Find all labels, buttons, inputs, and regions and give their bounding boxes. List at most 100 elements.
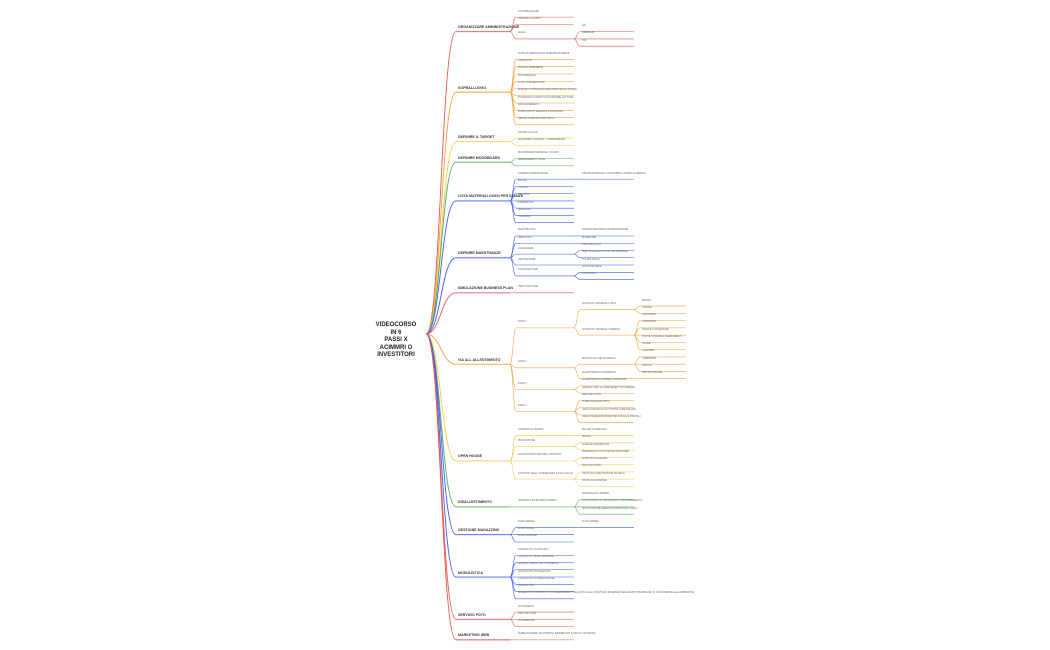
subtopic-node[interactable]: IVA — [582, 24, 586, 28]
subtopic-node[interactable]: BAGNO — [642, 298, 652, 302]
subtopic-node[interactable]: PIASTRELLISTA — [582, 243, 601, 246]
subtopic-node[interactable]: COLLAUDO — [582, 272, 596, 276]
subtopic-node[interactable]: RICHIESTA INVENTARIO ARREDI — [518, 499, 557, 503]
subtopic-node[interactable]: SOSTITUZIONE ARREDI E RIPRISTINO LOCALI — [582, 506, 638, 510]
subtopic-node[interactable]: PUBBLICAZIONE SUI PORTALI IMMOBILIARI E … — [518, 632, 596, 636]
subtopic-node[interactable]: VENDITE ACQUISTI — [518, 16, 542, 20]
subtopic-node[interactable]: LISTA ARREDI — [518, 519, 535, 523]
subtopic-node[interactable]: FOTOGRAFO — [518, 604, 534, 608]
subtopic-node[interactable]: STANZA DA BAGNO CON DOPPIO LAVABO E ARRE… — [582, 171, 646, 175]
subtopic-node[interactable]: POSIZIONE CASSETTA CONTATORE LETTURE — [518, 95, 574, 99]
subtopic-node[interactable]: TINTEGGIATURE — [518, 268, 539, 272]
branch-node[interactable]: ORGANIZZARE AMMINISTRAZIONE — [458, 25, 520, 30]
subtopic-node[interactable]: MISURE OTTIME DOCUMENTARE DELLE STANZE — [518, 88, 577, 92]
subtopic-node[interactable]: CUCINA — [642, 305, 652, 309]
subtopic-node[interactable]: LAMPADARI — [642, 356, 657, 360]
subtopic-node[interactable]: STUDIO LOCALE — [518, 130, 539, 134]
subtopic-node[interactable]: RISCALDAMENTO — [518, 102, 540, 106]
subtopic-node[interactable]: VEDI FILE EXCEL — [518, 285, 539, 289]
subtopic-node[interactable]: PLANIMETRIE — [518, 619, 535, 623]
subtopic-node[interactable]: TERRAZZO — [518, 215, 532, 219]
subtopic-node[interactable]: MOODBOARD MATERIALI COLORI — [518, 151, 559, 155]
subtopic-node[interactable]: ARREDAMENTO STILE — [518, 158, 546, 162]
subtopic-node[interactable]: PROMOZIONE — [518, 438, 536, 442]
subtopic-node[interactable]: TAX — [582, 38, 587, 42]
subtopic-node[interactable]: IDRAULICO — [518, 235, 532, 239]
subtopic-node[interactable]: BIGLIETTI OMAGGIO — [582, 428, 607, 432]
branch-node[interactable]: DISALLESTIMENTO — [458, 500, 492, 505]
subtopic-node[interactable]: VIDEO PRESENTAZIONE PER SOCIAL E PORTALI — [582, 414, 641, 418]
subtopic-node[interactable]: SUPPORTO AGENZIA — [582, 457, 608, 461]
subtopic-node[interactable]: SALOTTO — [518, 193, 530, 197]
subtopic-node[interactable]: CONTATTI DEGLI INTERESSATI E FOLLOW UP — [518, 471, 574, 475]
subtopic-node[interactable]: STEP 2 — [518, 360, 527, 364]
subtopic-node[interactable]: PICCOLI PARAMETRI — [518, 66, 544, 70]
branch-node[interactable]: LISTA MATERIALI DIVISI PER STANZE — [458, 194, 524, 199]
subtopic-node[interactable]: PORTE INTERNE — [642, 371, 663, 375]
branch-node[interactable]: DEFINIRE MOODBOARD — [458, 155, 501, 160]
subtopic-node[interactable]: FOTO CONSERVATIVE — [518, 81, 545, 84]
subtopic-node[interactable]: STAFFE — [642, 363, 652, 367]
subtopic-node[interactable]: ALLESTIMENTO ARREDO COMPLETO — [582, 378, 627, 382]
subtopic-node[interactable]: FOTO ARREDI — [582, 519, 599, 523]
subtopic-node[interactable]: FINITURE VARIE — [582, 264, 602, 268]
subtopic-node[interactable]: DECORATORE — [518, 257, 536, 261]
subtopic-node[interactable]: PORTE INTERNE E SERRAMENTI — [642, 334, 682, 338]
subtopic-node[interactable]: CONTRATTO MANUTENZIONE — [518, 555, 555, 558]
subtopic-node[interactable]: CAPACITATI — [518, 59, 533, 63]
subtopic-node[interactable]: STOCCAGGIO IN MAGAZZINO O TRASFERIMENTO — [582, 499, 643, 503]
subtopic-node[interactable]: CONTRATTO DI STAGING — [518, 547, 549, 551]
subtopic-node[interactable]: STAFFE E ACCESSORI — [642, 327, 670, 331]
subtopic-node[interactable]: PULIZIE FINALI — [582, 257, 600, 261]
subtopic-node[interactable]: SCHEDA CHECK LIST CONSEGNA — [518, 562, 559, 566]
subtopic-node[interactable]: LISTA SCATOLE — [518, 534, 537, 538]
subtopic-node[interactable]: LISTA CASSE — [518, 527, 534, 531]
subtopic-node[interactable]: MONTAGGIO DEI MATERIALI — [582, 356, 616, 360]
subtopic-node[interactable]: INVIO DOCUMENTAZIONE TECNICA — [582, 471, 625, 475]
branch-node[interactable]: SOPRALLUOGO — [458, 85, 487, 90]
subtopic-node[interactable]: ALLESTIMENTO PAVIMENTO — [582, 371, 616, 375]
subtopic-node[interactable]: PREVENTIVO — [518, 584, 535, 588]
branch-node[interactable]: MODULISTICA — [458, 570, 483, 575]
branch-node[interactable]: SIMULAZIONE BUSINESS PLAN — [458, 286, 513, 291]
subtopic-node[interactable]: RACCOLTA DATI — [582, 464, 602, 468]
subtopic-node[interactable]: CAMERETTE — [518, 200, 534, 204]
subtopic-node[interactable]: TENDE — [642, 342, 651, 346]
subtopic-node[interactable]: ACQUISTO MATERIALI ARREDO — [582, 327, 620, 331]
subtopic-node[interactable]: SOCIAL — [582, 435, 592, 439]
subtopic-node[interactable]: CUCINA — [518, 186, 528, 190]
subtopic-node[interactable]: VIRTUAL TOUR — [518, 611, 537, 615]
subtopic-node[interactable]: LAVANDINO — [642, 313, 657, 317]
subtopic-node[interactable]: ARREDO VARI E COMPLEMENTI DI ARREDO — [582, 385, 635, 389]
subtopic-node[interactable]: LAVANDINI — [642, 349, 655, 353]
subtopic-node[interactable]: ELETTRICISTA — [518, 228, 536, 232]
subtopic-node[interactable]: BAGNO — [518, 178, 528, 182]
branch-node[interactable]: OPEN HOUSE — [458, 454, 482, 459]
subtopic-node[interactable]: LEGAL — [518, 31, 527, 35]
subtopic-node[interactable]: STEP 4 — [518, 403, 527, 407]
subtopic-node[interactable]: PORTE FINESTRE E PAVIMENTAZIONE — [582, 228, 629, 232]
subtopic-node[interactable]: SERVIZIO FOTO — [582, 393, 602, 396]
subtopic-node[interactable]: ACQUIRENTI TARGET - COMPARABLES — [518, 137, 566, 141]
subtopic-node[interactable]: DOCUMENTALI — [518, 73, 537, 77]
branch-node[interactable]: MARKETING WEB — [458, 633, 490, 638]
subtopic-node[interactable]: ACQUISTO MATERIALI LISTA — [582, 302, 617, 306]
subtopic-node[interactable]: ORDINARI — [582, 31, 595, 35]
subtopic-node[interactable]: ACCOGLIENZA SERVIZIO CATERING — [518, 453, 562, 457]
subtopic-node[interactable]: SMONTAGGIO ARREDI — [582, 492, 610, 496]
subtopic-node[interactable]: VISITE SUCCESSIVE — [582, 478, 607, 482]
subtopic-node[interactable]: GIORNATA E ORARIO — [518, 428, 544, 432]
subtopic-node[interactable]: CONTRATTO DI PRESTAZIONE — [518, 576, 555, 580]
branch-node[interactable]: DEFINIRE MAESTRANZE — [458, 251, 501, 256]
subtopic-node[interactable]: LAMPADARI — [642, 320, 657, 324]
subtopic-node[interactable]: FOTO DI CERTIFICATO NORMATIVA PRESE — [518, 51, 570, 55]
subtopic-node[interactable]: STEP 1 — [518, 320, 527, 324]
subtopic-node[interactable]: VIDEO ANNUNCIO SUI PORTALI IMMOBILIARI — [582, 407, 636, 411]
subtopic-node[interactable]: FALEGNAME — [518, 246, 534, 250]
subtopic-node[interactable]: INGRESSO — [518, 207, 532, 211]
subtopic-node[interactable]: VERIFICA IMPIANTI ELETTRICI — [518, 117, 555, 121]
subtopic-node[interactable]: CARTONGESSISTA E ALTRE IMPRESE — [582, 250, 628, 254]
branch-node[interactable]: DEFINIRE IL TARGET — [458, 135, 495, 140]
subtopic-node[interactable]: MURATORE — [582, 235, 597, 239]
